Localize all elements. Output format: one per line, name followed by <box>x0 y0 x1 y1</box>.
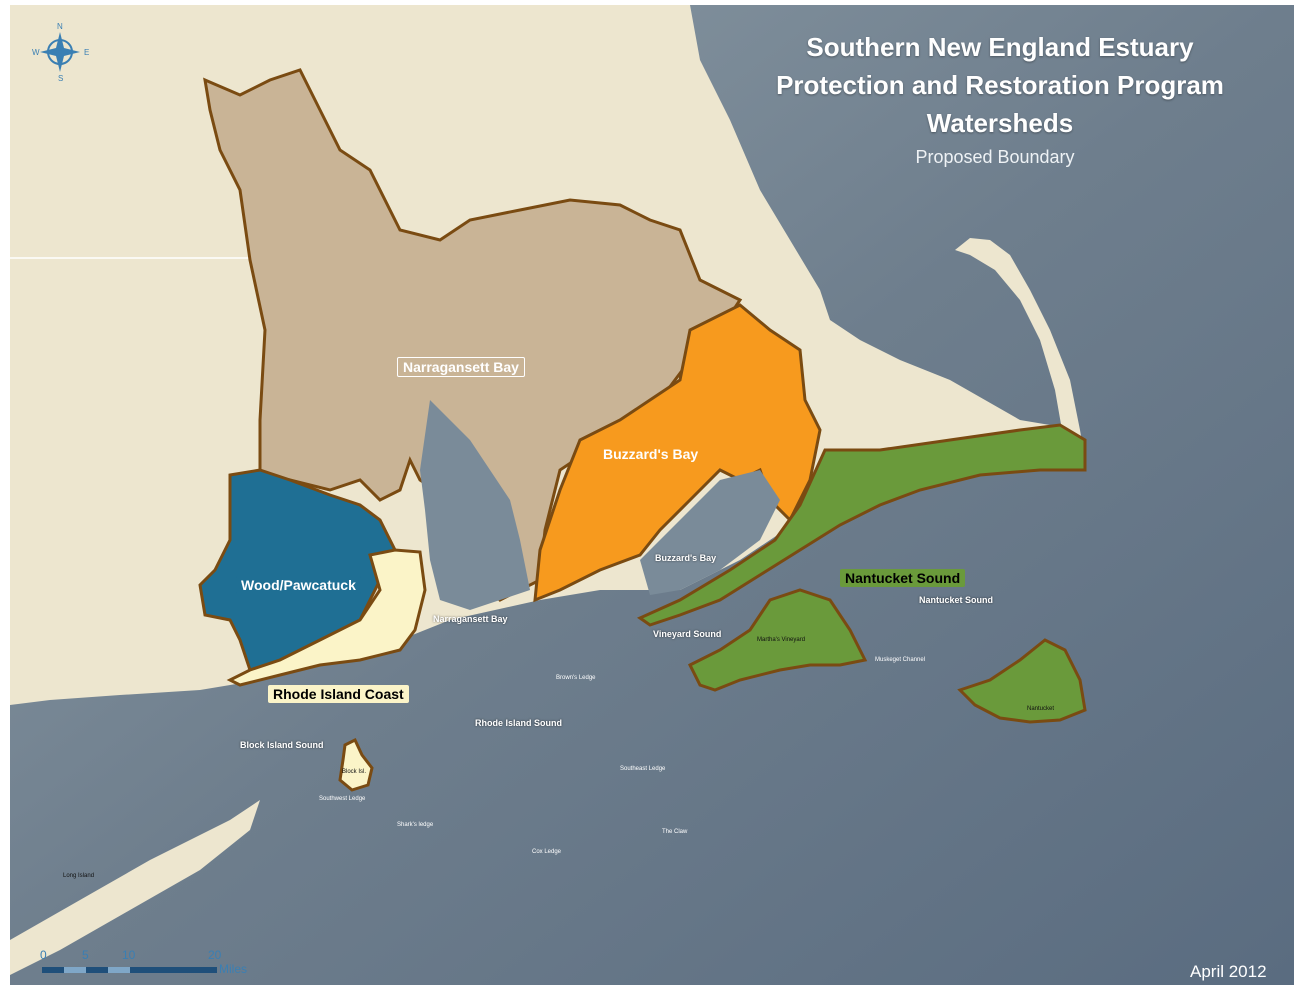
water-narragansett-bay: Narragansett Bay <box>433 614 508 624</box>
label-ri-coast: Rhode Island Coast <box>268 685 409 703</box>
nantucket-island <box>957 638 1087 724</box>
marthas-vineyard <box>687 588 868 692</box>
label-wood-pawcatuck: Wood/Pawcatuck <box>236 576 361 594</box>
cape-cod <box>955 238 1080 430</box>
long-island <box>10 800 260 975</box>
buzzards-bay-water <box>640 470 780 595</box>
title-line-3: Watersheds <box>926 108 1074 138</box>
label-buzzards-bay: Buzzard's Bay <box>598 445 704 463</box>
compass-n: N <box>57 22 63 31</box>
nantucket-watershed <box>636 423 1087 627</box>
compass-s: S <box>58 74 64 83</box>
scale-tick-5: 5 <box>82 948 89 962</box>
place-cox-ledge: Cox Ledge <box>532 849 562 855</box>
place-southeast-ledge: Southeast Ledge <box>620 766 666 772</box>
label-nantucket-sound: Nantucket Sound <box>840 569 966 587</box>
place-the-claw: The Claw <box>662 829 688 835</box>
scale-tick-0: 0 <box>40 948 47 962</box>
scale-unit: Miles <box>219 962 248 976</box>
map-subtitle: Proposed Boundary <box>915 147 1075 167</box>
compass-rose <box>40 32 80 72</box>
map-title: Southern New England Estuary Protection … <box>700 28 1299 142</box>
place-sharks-ledge: Shark's ledge <box>397 822 434 828</box>
water-buzzards-bay: Buzzard's Bay <box>655 553 717 563</box>
place-southwest-ledge: Southwest Ledge <box>319 796 366 802</box>
place-muskeget-channel: Muskeget Channel <box>875 657 926 663</box>
scale-tick-20: 20 <box>208 948 222 962</box>
title-line-1: Southern New England Estuary <box>806 32 1194 62</box>
narragansett-bay-water <box>420 400 530 610</box>
compass-e: E <box>84 48 90 57</box>
block-island <box>338 737 374 792</box>
title-line-2: Protection and Restoration Program <box>776 70 1224 100</box>
water-vineyard-sound: Vineyard Sound <box>653 629 722 639</box>
place-nantucket: Nantucket <box>1027 706 1055 712</box>
scale-tick-10: 10 <box>122 948 136 962</box>
place-block-island: Block Isl. <box>342 769 367 775</box>
place-long-island: Long Island <box>63 873 95 879</box>
place-marthas-vineyard: Martha's Vineyard <box>757 637 806 643</box>
compass-w: W <box>32 48 40 57</box>
scale-bar <box>42 967 217 973</box>
label-narragansett-bay: Narragansett Bay <box>397 357 525 377</box>
map-date: April 2012 <box>1190 962 1267 981</box>
water-block-island-sound: Block Island Sound <box>240 740 324 750</box>
water-ri-sound: Rhode Island Sound <box>475 718 562 728</box>
place-browns-ledge: Brown's Ledge <box>556 675 596 681</box>
water-nantucket-sound: Nantucket Sound <box>919 595 994 605</box>
ri-coast-watershed <box>226 548 427 687</box>
